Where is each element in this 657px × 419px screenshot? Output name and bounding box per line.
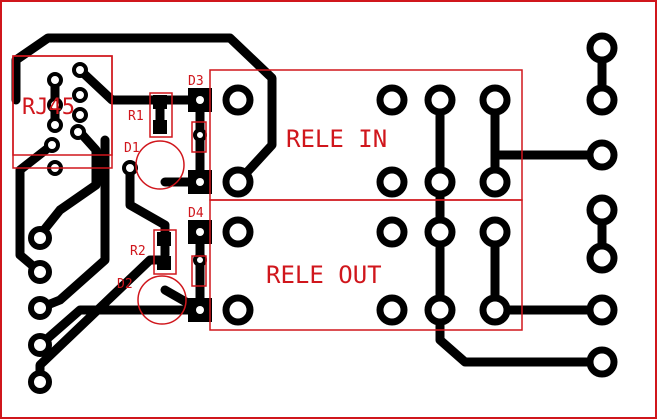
trace-connector-d3 [75,65,205,105]
pad-r2-top [157,232,171,246]
pad-relay-in-6 [424,166,456,198]
pad-relay-out-2 [222,294,254,326]
pad-relay-out-5 [424,216,456,248]
trace-relay-contact-main [435,95,607,367]
silkscreen-labels: RJ45 RELE IN RELE OUT D1 D2 D3 D4 R1 R2 [22,74,387,292]
pad-r1-top [153,95,167,109]
pad-relay-in-3 [376,84,408,116]
pad-rj45-5 [72,107,88,123]
pad-relay-out-7 [479,216,511,248]
pad-relay-in-4 [376,166,408,198]
pad-terminal-3 [586,139,618,171]
label-rj45: RJ45 [22,95,75,120]
pad-terminal-7 [586,346,618,378]
pad-relay-out-8 [479,294,511,326]
pad-left-4 [28,333,52,357]
pad-terminal-5 [586,242,618,274]
pad-r1-bottom [153,120,167,134]
silkscreen [12,55,523,331]
pad-rj45-2 [47,72,63,88]
d1-outline [135,140,185,190]
pad-left-5 [28,370,52,394]
pad-relay-in-7 [479,84,511,116]
pad-left-2 [28,260,52,284]
pad-d1-small [193,128,207,142]
pad-rj45-4 [47,97,63,113]
label-d4: D4 [188,206,204,221]
pad-terminal-1 [586,32,618,64]
pad-terminal-2 [586,84,618,116]
pad-rj45-6 [47,117,63,133]
label-r1: R1 [128,109,144,124]
pad-rj45-8 [44,137,60,153]
label-relay-out: RELE OUT [266,261,382,289]
r2-outline [153,229,177,275]
pad-d2-small [193,253,207,267]
pad-left-3 [28,296,52,320]
label-r2: R2 [130,244,146,259]
rj45-outline-outer [12,55,113,169]
pad-rj45-7 [70,124,86,140]
label-d3: D3 [188,74,204,89]
pad-terminal-6 [586,294,618,326]
d2-outline [137,275,187,325]
pad-relay-in-1 [222,84,254,116]
pad-relay-out-6 [424,294,456,326]
pads [28,32,618,394]
trace-relay-out-contact [490,227,605,315]
pad-relay-in-5 [424,84,456,116]
label-relay-in: RELE IN [286,125,387,153]
pad-rj45-1 [72,62,88,78]
pad-r2-bottom [157,256,171,270]
pad-terminal-4 [586,194,618,226]
resistor-d3-outline [191,121,207,153]
pad-relay-in-8 [479,166,511,198]
trace-pad4-d2 [35,305,205,350]
relay-out-outline [209,199,523,331]
trace-connector-pad2 [15,140,57,277]
label-d1: D1 [124,141,140,156]
trace-top-loop [11,33,277,187]
pad-rj45-3 [72,87,88,103]
pad-relay-out-4 [376,294,408,326]
pad-relay-in-2 [222,166,254,198]
trace-connector-pad1 [35,125,101,240]
trace-pad5 [35,255,170,387]
pad-left-1 [28,226,52,250]
pad-relay-out-1 [222,216,254,248]
pad-relay-out-3 [376,216,408,248]
r1-outline [149,92,173,138]
resistor-d4-outline [191,255,207,287]
pad-d1-anode [122,160,138,176]
label-d2: D2 [117,277,133,292]
